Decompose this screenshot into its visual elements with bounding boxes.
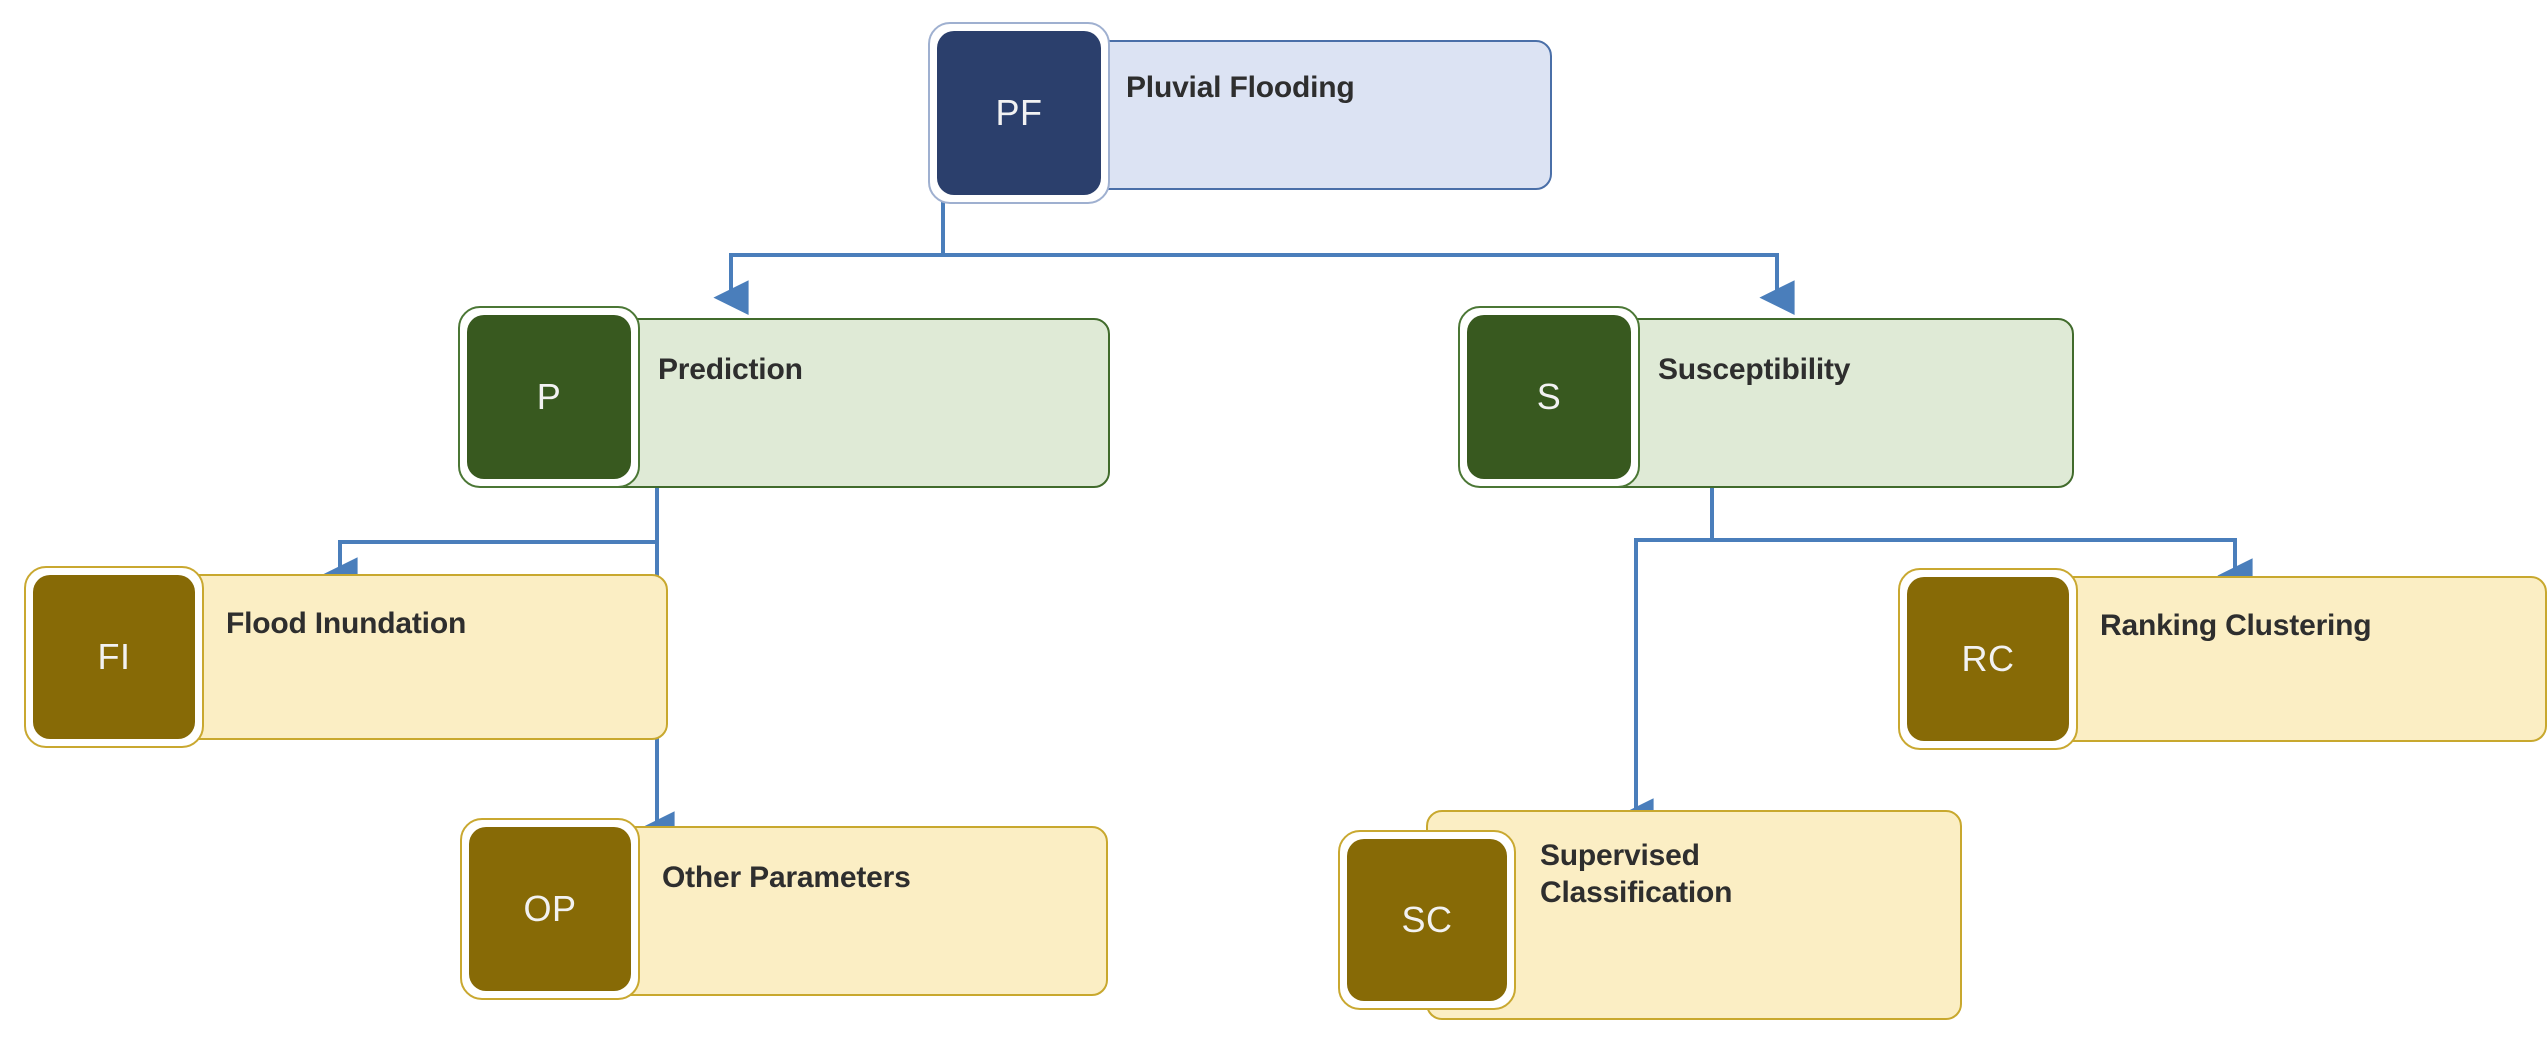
node-badge-fill-ranking-clustering: RC (1907, 577, 2069, 741)
node-susceptibility[interactable]: Susceptibility S (1458, 306, 2074, 498)
edge-p-to-fi (322, 488, 659, 593)
node-label-supervised-classification: Supervised Classification (1540, 839, 1733, 909)
node-badge-supervised-classification: SC (1338, 830, 1516, 1010)
node-abbr-flood-inundation: FI (97, 636, 131, 677)
node-label-flood-inundation: Flood Inundation (226, 607, 467, 640)
node-badge-fill-other-parameters: OP (469, 827, 631, 991)
node-abbr-prediction: P (536, 376, 562, 417)
node-abbr-ranking-clustering: RC (1961, 638, 2015, 679)
node-label-susceptibility: Susceptibility (1658, 353, 1851, 386)
node-badge-fill-susceptibility: S (1467, 315, 1631, 479)
node-badge-fill-supervised-classification: SC (1347, 839, 1507, 1001)
node-badge-fill-pluvial-flooding: PF (937, 31, 1101, 195)
node-abbr-other-parameters: OP (523, 888, 577, 929)
node-prediction[interactable]: Prediction P (458, 306, 1110, 498)
node-supervised-classification[interactable]: Supervised Classification SC (1338, 810, 1962, 1022)
node-abbr-pluvial-flooding: PF (995, 92, 1043, 133)
node-badge-susceptibility: S (1458, 306, 1640, 488)
node-other-parameters[interactable]: Other Parameters OP (460, 818, 1108, 1010)
node-flood-inundation[interactable]: Flood Inundation FI (24, 566, 668, 752)
node-badge-pluvial-flooding: PF (928, 22, 1110, 204)
edge-s-to-sc (1618, 488, 1714, 834)
edge-pf-to-s (943, 253, 1795, 316)
node-badge-fill-flood-inundation: FI (33, 575, 195, 739)
node-label-prediction: Prediction (658, 353, 803, 386)
edge-pf-to-p (713, 192, 945, 316)
node-label-ranking-clustering: Ranking Clustering (2100, 609, 2372, 642)
node-badge-flood-inundation: FI (24, 566, 204, 748)
node-pluvial-flooding[interactable]: Pluvial Flooding PF (928, 22, 1552, 206)
node-label-other-parameters: Other Parameters (662, 861, 911, 894)
node-ranking-clustering[interactable]: Ranking Clustering RC (1898, 568, 2547, 754)
node-abbr-supervised-classification: SC (1401, 899, 1453, 940)
node-abbr-susceptibility: S (1536, 376, 1562, 417)
node-badge-other-parameters: OP (460, 818, 640, 1000)
node-label-pluvial-flooding: Pluvial Flooding (1126, 71, 1355, 104)
node-badge-fill-prediction: P (467, 315, 631, 479)
node-badge-ranking-clustering: RC (1898, 568, 2078, 750)
node-badge-prediction: P (458, 306, 640, 488)
